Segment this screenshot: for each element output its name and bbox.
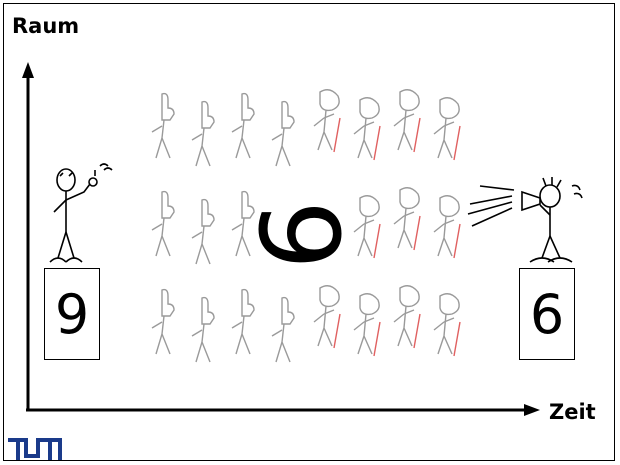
right-number-box: 6 <box>519 268 575 360</box>
thumbs-up-figure-crowd-14 <box>151 288 175 355</box>
waving-figure-crowd-21 <box>433 293 461 357</box>
waving-figure-crowd-5 <box>353 97 381 161</box>
thumbs-up-figure-left <box>49 163 113 263</box>
left-number-box: 9 <box>44 268 100 360</box>
thumbs-up-figure-crowd-2 <box>231 92 255 159</box>
waving-figure-crowd-13 <box>433 195 461 259</box>
waving-figure-crowd-18 <box>313 285 341 349</box>
thumbs-up-figure-crowd-16 <box>231 288 255 355</box>
waving-figure-crowd-20 <box>393 285 421 349</box>
thumbs-up-figure-crowd-9 <box>191 198 215 265</box>
thumbs-up-figure-crowd-17 <box>271 296 295 363</box>
thumbs-up-figure-crowd-10 <box>231 190 255 257</box>
thumbs-up-figure-crowd-3 <box>271 100 295 167</box>
x-axis-label: Zeit <box>549 400 596 424</box>
waving-figure-crowd-7 <box>433 97 461 161</box>
slide-frame <box>3 3 615 461</box>
waving-figure-crowd-6 <box>393 89 421 153</box>
waving-figure-crowd-19 <box>353 293 381 357</box>
waving-figure-crowd-12 <box>393 187 421 251</box>
y-axis-arrow <box>22 62 34 78</box>
megaphone-figure-right <box>467 177 583 263</box>
thumbs-up-figure-crowd-15 <box>191 296 215 363</box>
waving-figure-crowd-11 <box>353 195 381 259</box>
waving-figure-crowd-4 <box>313 89 341 153</box>
thumbs-up-figure-crowd-0 <box>151 92 175 159</box>
tum-logo <box>8 438 62 460</box>
thumbs-up-figure-crowd-1 <box>191 100 215 167</box>
thumbs-up-figure-crowd-8 <box>151 190 175 257</box>
x-axis-arrow <box>524 404 540 416</box>
center-rotated-digit: 6 <box>238 200 366 270</box>
y-axis-label: Raum <box>12 14 80 38</box>
